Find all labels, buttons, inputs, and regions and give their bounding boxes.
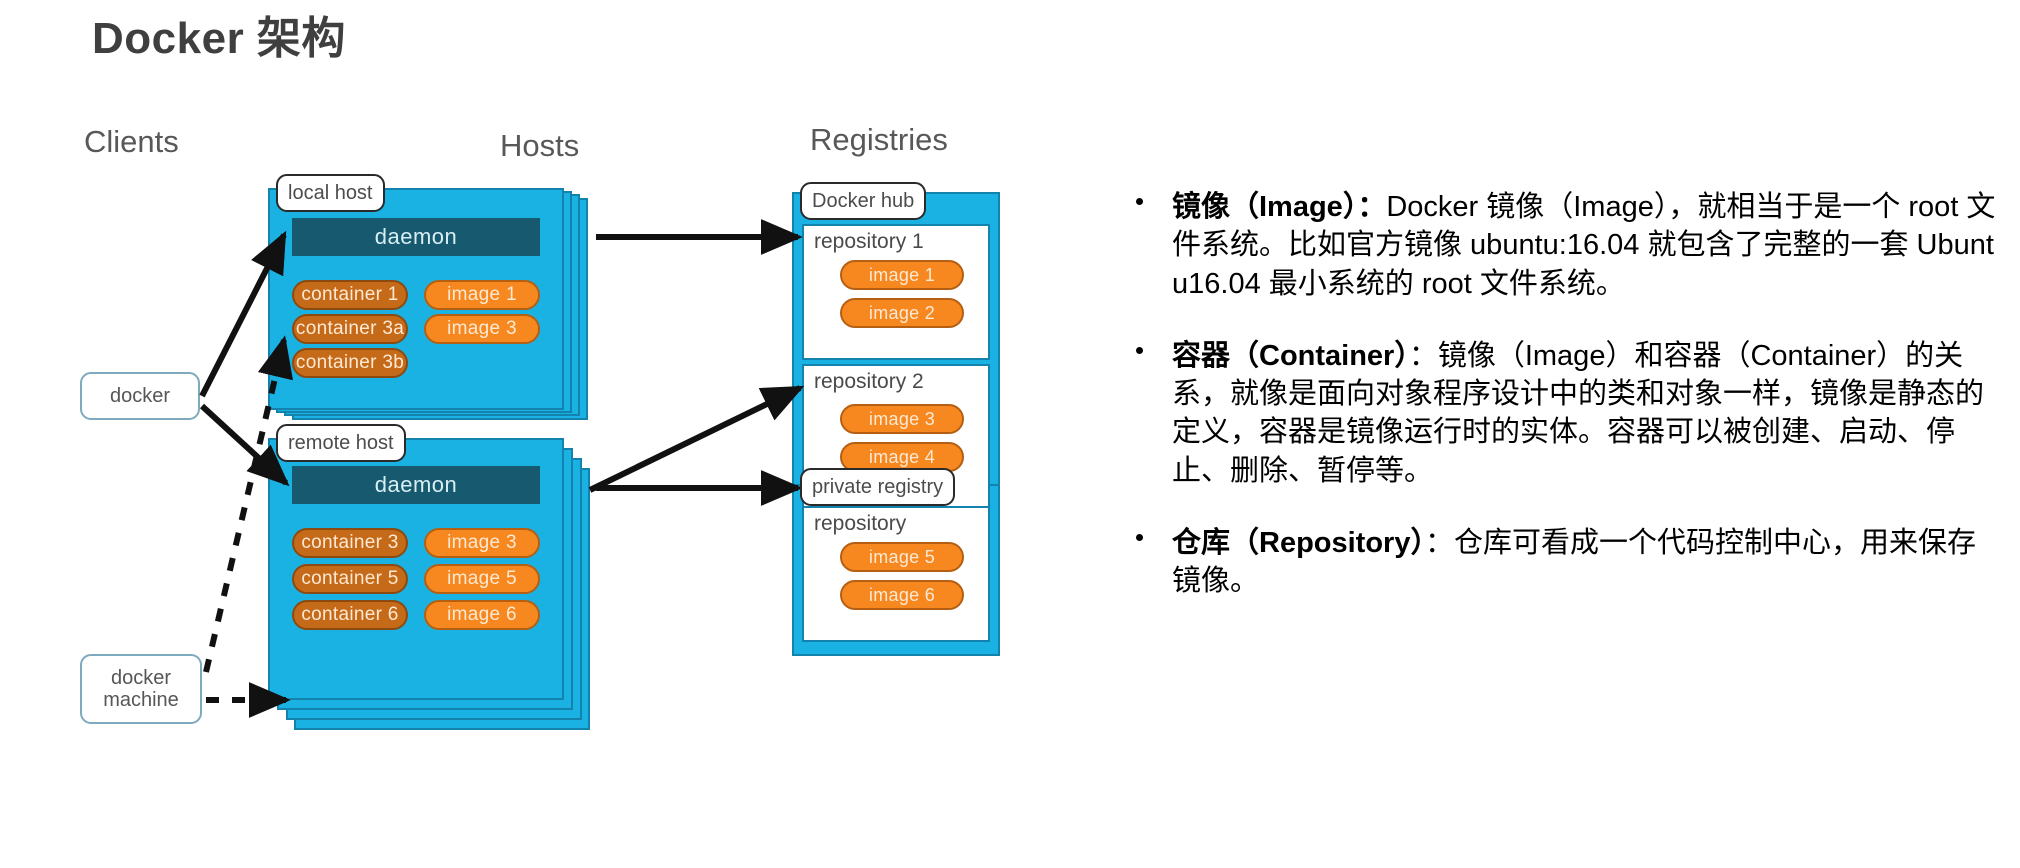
daemon-bar-local[interactable]: daemon [292,218,540,256]
repository-label: repository 1 [814,230,924,253]
image-pill[interactable]: image 1 [840,260,964,290]
container-pill[interactable]: container 3 [292,528,408,558]
image-pill[interactable]: image 6 [840,580,964,610]
connector-arrows [199,219,805,718]
container-pill[interactable]: container 5 [292,564,408,594]
note-body: ：镜像（Image）和容器（Container）的关系，就像是面向对象程序设计中… [1172,339,1985,487]
arrow-docker-to-local-daemon [199,230,287,398]
client-box-docker[interactable]: docker [80,372,200,420]
column-heading-clients: Clients [84,124,179,159]
note-term: 容器（Container） [1172,339,1409,372]
notes-list: 镜像（Image）：Docker 镜像（Image），就相当于是一个 root … [1120,188,2000,634]
note-body: ：仓库可看成一个代码控制中心，用来保存镜像。 [1172,526,1976,598]
note-term: 镜像（Image）： [1172,191,1387,223]
daemon-bar-remote[interactable]: daemon [292,466,540,504]
registry-tag-private-registry: private registry [800,468,956,506]
image-pill[interactable]: image 5 [424,564,540,594]
host-tag-remote-host: remote host [276,424,406,462]
note-term: 仓库（Repository） [1172,526,1425,559]
container-pill[interactable]: container 1 [292,280,408,310]
arrow-remote-daemon-to-repository-2 [588,385,805,493]
repository-label: repository 2 [814,370,924,393]
host-local-host: local host daemon container 1 container … [268,174,588,420]
note-body: Docker 镜像（Image），就相当于是一个 root 文件系统。比如官方镜… [1172,191,1996,300]
bullet-dot-icon [1136,198,1143,205]
image-pill[interactable]: image 1 [424,280,540,310]
page-title: Docker 架构 [92,14,346,63]
image-pill[interactable]: image 2 [840,298,964,328]
column-heading-hosts: Hosts [500,128,580,163]
image-pill[interactable]: image 3 [424,528,540,558]
repository-card[interactable]: repository 1 image 1 image 2 [802,224,990,360]
note-image: 镜像（Image）：Docker 镜像（Image），就相当于是一个 root … [1120,188,2000,303]
note-repository: 仓库（Repository）：仓库可看成一个代码控制中心，用来保存镜像。 [1120,524,2000,601]
note-container: 容器（Container）：镜像（Image）和容器（Container）的关系… [1120,337,2000,490]
client-box-docker-machine[interactable]: docker machine [80,654,202,724]
registry-private-registry: private registry repository image 5 imag… [792,460,1012,700]
host-tag-local-host: local host [276,174,385,212]
bullet-dot-icon [1136,533,1143,541]
bullet-dot-icon [1136,346,1143,354]
column-heading-registries: Registries [810,122,948,157]
registry-tag-docker-hub: Docker hub [800,182,927,220]
arrow-docker-to-remote-daemon [199,403,290,487]
image-pill[interactable]: image 5 [840,542,964,572]
repository-label: repository [814,512,907,535]
container-pill[interactable]: container 3a [292,314,408,344]
image-pill[interactable]: image 3 [424,314,540,344]
repository-card[interactable]: repository image 5 image 6 [802,506,990,642]
docker-architecture-diagram: Clients Hosts Registries docker docker m… [0,100,1060,868]
image-pill[interactable]: image 3 [840,404,964,434]
container-pill[interactable]: container 6 [292,600,408,630]
arrow-docker-machine-to-local-host [203,335,294,673]
host-remote-host: remote host daemon container 3 container… [268,424,598,768]
image-pill[interactable]: image 6 [424,600,540,630]
